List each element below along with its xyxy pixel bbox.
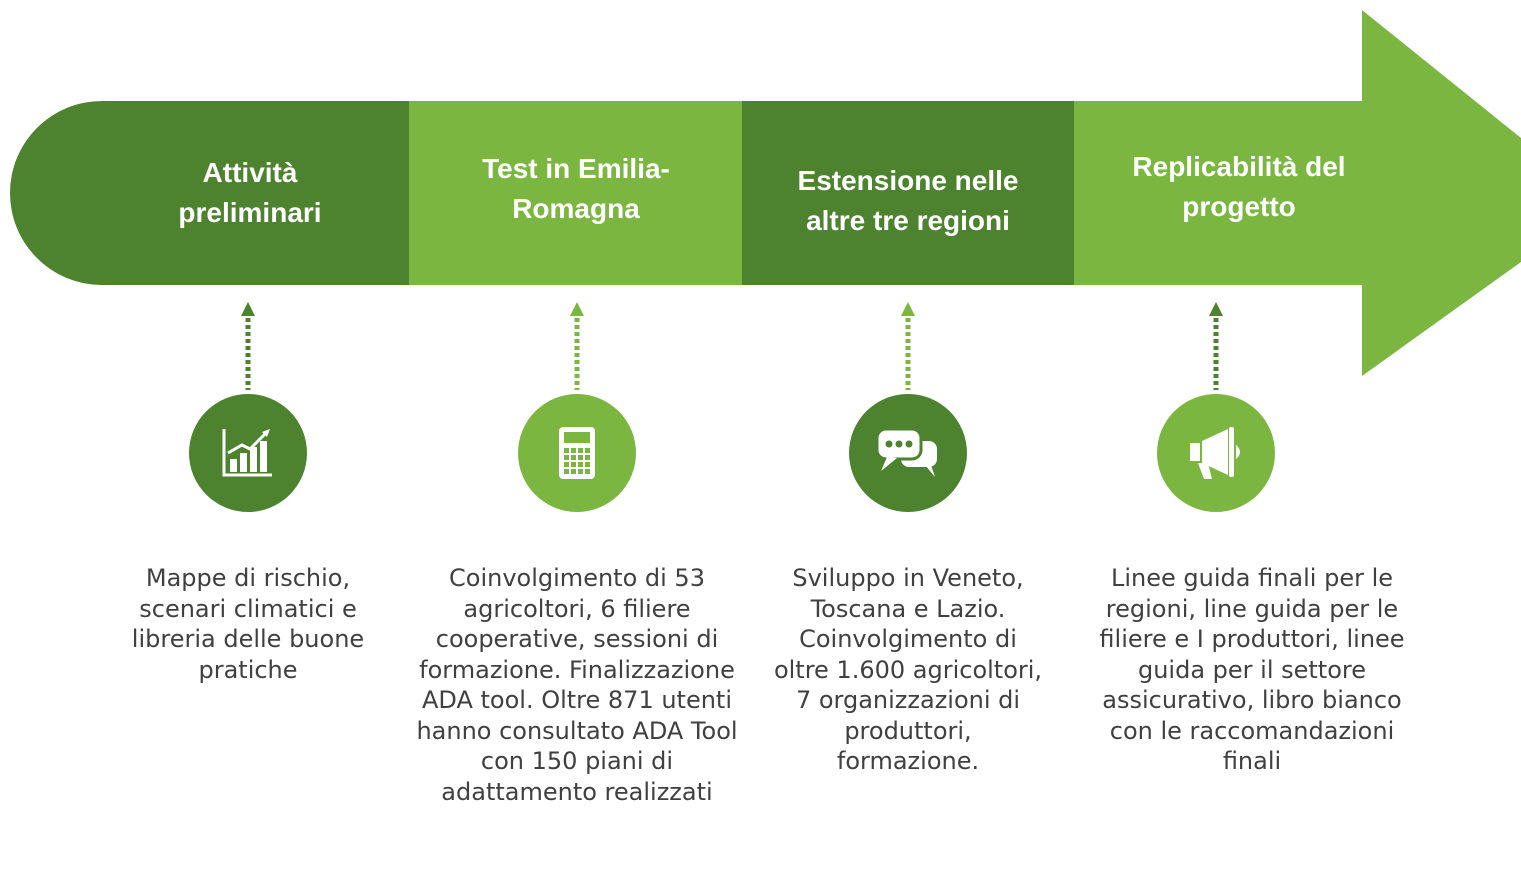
arrow-segment-2 bbox=[409, 101, 743, 285]
stage-description-3: Sviluppo in Veneto, Toscana e Lazio. Coi… bbox=[773, 564, 1043, 775]
arrow-segment-3 bbox=[742, 101, 1075, 285]
bar-chart-growth-icon bbox=[222, 429, 272, 477]
connector-arrow-2 bbox=[570, 302, 584, 390]
stage-icon-circle-4 bbox=[1157, 394, 1275, 512]
connector-arrow-4 bbox=[1209, 302, 1223, 390]
stage-icon-circle-1 bbox=[189, 394, 307, 512]
chat-bubbles-icon bbox=[875, 427, 937, 477]
connector-arrow-3 bbox=[901, 302, 915, 390]
stage-title-3: Estensione nelle altre tre regioni bbox=[797, 165, 1019, 236]
stage-icon-circle-3 bbox=[849, 394, 967, 512]
stage-icon-circle-2 bbox=[518, 394, 636, 512]
stage-description-1: Mappe di rischio, scenari climatici e li… bbox=[131, 564, 365, 684]
stage-description-4: Linee guida finali per le regioni, line … bbox=[1099, 564, 1405, 775]
arrow-segment-1 bbox=[10, 101, 410, 285]
calculator-icon bbox=[559, 427, 595, 479]
stage-title-1: Attività preliminari bbox=[178, 157, 322, 228]
megaphone-icon bbox=[1190, 427, 1240, 479]
arrow-head bbox=[1074, 10, 1521, 376]
stage-title-2: Test in Emilia-Romagna bbox=[482, 153, 670, 224]
stage-title-4: Replicabilità del progetto bbox=[1132, 151, 1346, 222]
stage-description-2: Coinvolgimento di 53 agricoltori, 6 fili… bbox=[416, 564, 738, 806]
connector-arrow-1 bbox=[241, 302, 255, 390]
